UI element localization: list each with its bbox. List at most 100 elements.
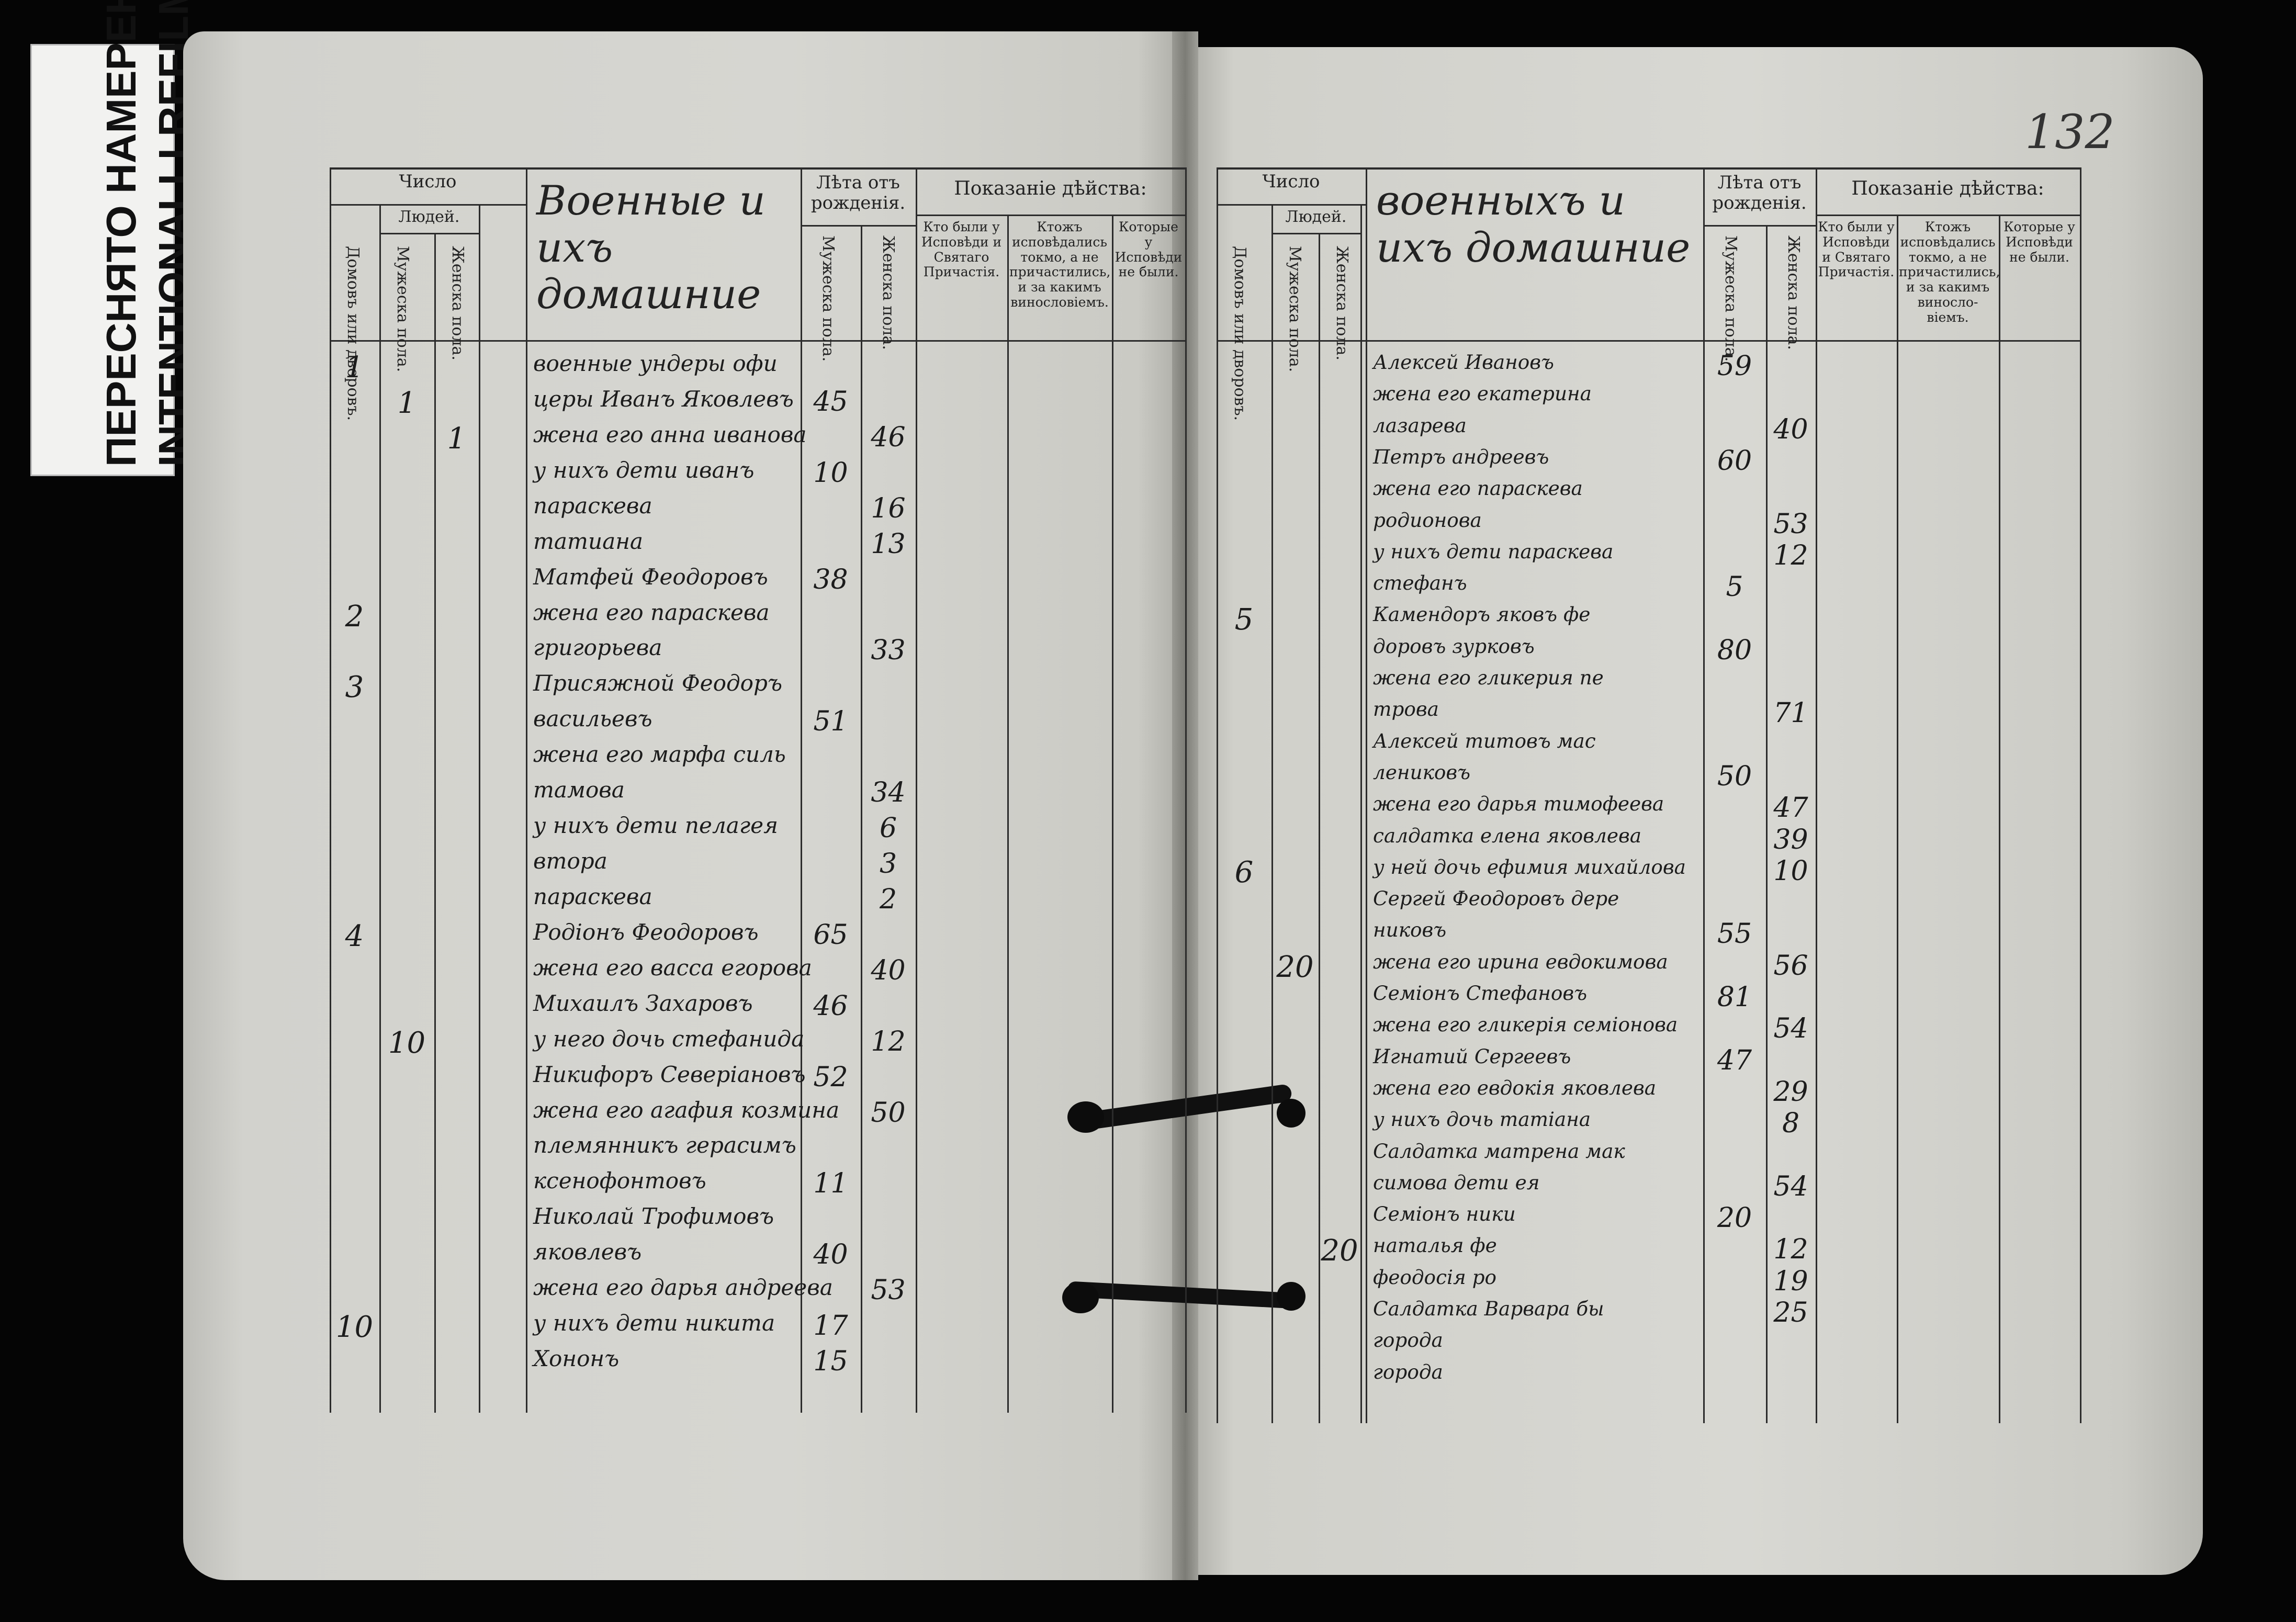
right-row-age-male: 55 xyxy=(1717,918,1752,950)
right-row-name: феодосія ро xyxy=(1373,1265,1497,1289)
right-row-age-female: 8 xyxy=(1782,1108,1800,1140)
left-row-name: васильевъ xyxy=(533,706,652,732)
left-header-pokazanie: Показаніе дѣйства: xyxy=(954,178,1147,199)
right-row-age-male: 20 xyxy=(1717,1202,1752,1234)
right-header-leta: Лѣта отъ рожденія. xyxy=(1712,172,1807,214)
right-row-name: Семіонъ Стефановъ xyxy=(1373,982,1588,1005)
left-row-name: жена его дарья андреева xyxy=(533,1275,833,1301)
right-row-name: у ней дочь ефимия михайлова xyxy=(1373,855,1686,878)
left-row-age-male: 65 xyxy=(813,919,848,951)
left-col-rule xyxy=(526,167,527,1413)
right-row-age-female: 47 xyxy=(1773,792,1808,824)
right-row-name: доровъ зурковъ xyxy=(1373,634,1535,658)
right-row-name: никовъ xyxy=(1373,918,1447,942)
right-row-name: города xyxy=(1373,1360,1443,1383)
right-table-top-rule xyxy=(1217,167,2080,170)
left-row-name: Хононъ xyxy=(533,1346,620,1372)
right-row-name: Петръ андреевъ xyxy=(1373,445,1549,468)
right-row-name: у нихъ дети параскева xyxy=(1373,539,1614,563)
left-row-dvor-number: 10 xyxy=(335,1310,374,1345)
right-row-age-female: 29 xyxy=(1773,1076,1808,1108)
left-header-confessed: Кто были у Исповѣди и Святаго Причастія. xyxy=(921,219,1002,280)
left-row-name: у нихъ дети никита xyxy=(533,1310,775,1336)
left-row-name: втора xyxy=(533,848,607,874)
left-row-name: Николай Трофимовъ xyxy=(533,1203,774,1230)
left-col-rule xyxy=(330,167,331,1413)
right-row-age-male: 60 xyxy=(1717,445,1752,477)
right-row-name: симова дети ея xyxy=(1373,1170,1540,1194)
left-row-name: у нихъ дети пелагея xyxy=(533,813,778,839)
left-row-name: военные ундеры офи xyxy=(533,351,778,376)
right-col-rule xyxy=(1766,225,1768,1423)
left-row-dvor-number: 2 xyxy=(345,599,364,634)
right-row-name: Сергей Феодоровъ дере xyxy=(1373,887,1619,910)
refilmed-stamp: ПЕРЕСНЯТО НАМЕРЕННО INTENTIONALLI REFILM… xyxy=(30,0,197,476)
left-row-name: татиана xyxy=(533,528,644,554)
right-row-age-male: 80 xyxy=(1717,634,1752,666)
right-col-rule xyxy=(1897,215,1898,1423)
right-row-name: Алексей Ивановъ xyxy=(1373,351,1554,374)
left-row-age-male: 52 xyxy=(813,1061,848,1093)
left-row-name: у него дочь стефанида xyxy=(533,1026,805,1052)
right-row-age-female: 53 xyxy=(1773,508,1808,540)
left-row-age-male: 15 xyxy=(813,1346,848,1378)
right-row-dvor-number: 5 xyxy=(1234,603,1254,637)
left-header-leta-muzh: Мужеска пола. xyxy=(819,235,837,362)
left-col-rule xyxy=(916,167,917,1413)
right-row-age-female: 56 xyxy=(1773,950,1808,982)
left-row-name: жена его параскева xyxy=(533,599,770,625)
right-col-rule xyxy=(1319,233,1320,1423)
left-row-age-male: 45 xyxy=(813,386,848,418)
right-row-name: города xyxy=(1373,1328,1443,1352)
left-page xyxy=(183,31,1188,1580)
right-header-bottom-rule xyxy=(1217,340,2080,342)
right-header-lyudey: Людей. xyxy=(1285,208,1347,226)
right-row-name: жена его гликерия пе xyxy=(1373,666,1604,690)
left-row-name: жена его агафия козмина xyxy=(533,1097,840,1123)
right-pokazanie-rule xyxy=(1816,215,2080,216)
left-col-rule xyxy=(479,204,480,1413)
right-row-name: родионова xyxy=(1373,508,1482,532)
left-row-name: племянникъ герасимъ xyxy=(533,1132,796,1158)
right-row-name: стефанъ xyxy=(1373,571,1467,595)
left-col-rule xyxy=(1007,215,1009,1413)
right-row-age-female: 40 xyxy=(1773,413,1808,445)
right-col-rule xyxy=(1999,215,2000,1423)
left-header-dvorov: Домовъ или дворовъ. xyxy=(344,246,362,421)
left-header-bottom-rule xyxy=(330,340,1185,342)
left-header-leta-zhen: Женска пола. xyxy=(879,235,897,350)
right-row-age-female: 54 xyxy=(1773,1170,1808,1202)
right-header-confessed-only: Ктожъ исповѣдались токмо, а не причастил… xyxy=(1899,219,2000,325)
right-header-title: военныхъ и ихъ домашние xyxy=(1376,177,1691,272)
right-row-name: жена его екатерина xyxy=(1373,382,1592,406)
left-row-age-female: 13 xyxy=(871,528,906,560)
left-row-name: жена его марфа силь xyxy=(533,741,786,768)
right-col-rule xyxy=(1816,167,1817,1423)
left-header-zhen: Женска пола. xyxy=(448,246,467,361)
left-row-name: григорьева xyxy=(533,635,662,661)
left-row-name: жена его анна иванова xyxy=(533,421,807,447)
left-row-name: Михаилъ Захаровъ xyxy=(533,990,753,1016)
left-chislo-rule xyxy=(330,204,526,206)
right-row-age-female: 12 xyxy=(1773,1234,1808,1266)
left-row-name: Матфей Феодоровъ xyxy=(533,564,768,590)
right-row-name: наталья фе xyxy=(1373,1234,1497,1257)
left-pokazanie-rule xyxy=(916,215,1185,216)
right-header-not-confessed: Которые у Исповѣди не были. xyxy=(2004,219,2075,265)
left-row-age-female: 40 xyxy=(871,954,906,986)
left-row-dvor-number: 4 xyxy=(345,919,364,953)
right-row-name: жена его евдокія яковлева xyxy=(1373,1076,1657,1099)
right-row-age-male: 59 xyxy=(1717,351,1752,382)
right-chislo-rule xyxy=(1217,204,1366,206)
right-row-name: жена его гликерія семіонова xyxy=(1373,1013,1678,1037)
left-row-age-female: 46 xyxy=(871,421,906,453)
left-row-age-female: 50 xyxy=(871,1097,906,1129)
left-col-rule xyxy=(801,167,802,1413)
right-row-age-female: 19 xyxy=(1773,1265,1808,1297)
binding-knot-lower-right xyxy=(1277,1282,1305,1311)
left-row-name: тамова xyxy=(533,777,625,803)
folio-number: 132 xyxy=(2025,105,2115,160)
left-row-age-female: 6 xyxy=(879,813,897,844)
left-header-not-confessed: Которые у Исповѣди не были. xyxy=(1115,219,1183,280)
left-header-lyudey: Людей. xyxy=(398,208,460,226)
